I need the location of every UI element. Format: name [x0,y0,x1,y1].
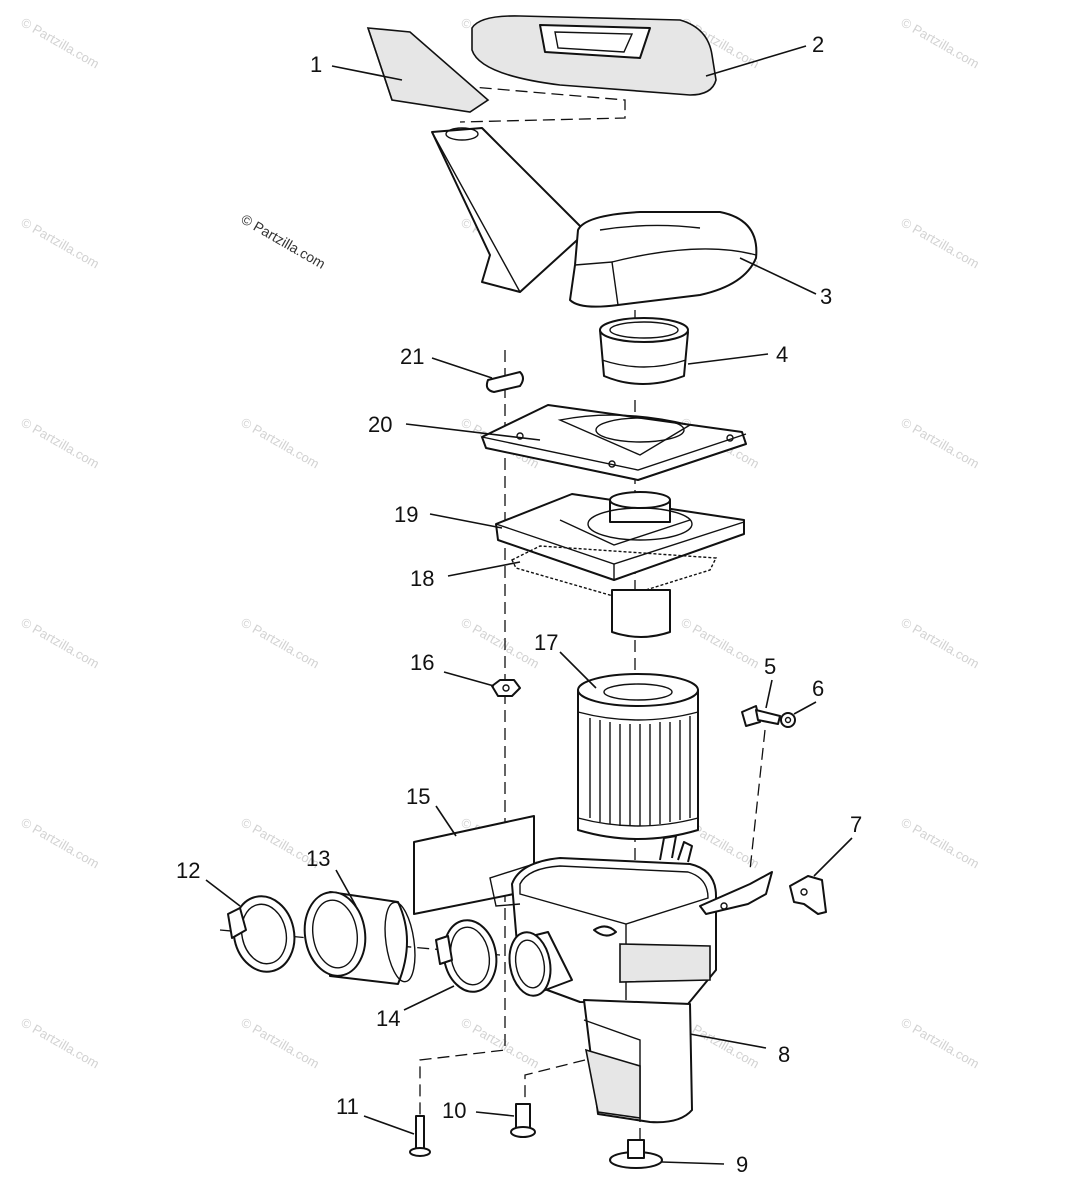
watermark: © Partzilla.com [19,615,102,672]
callout-19: 19 [394,502,418,527]
watermark: © Partzilla.com [899,615,982,672]
part-14-hose-clamp [435,919,498,993]
callout-5: 5 [764,654,776,679]
callout-2: 2 [812,32,824,57]
callout-11: 11 [336,1094,359,1119]
watermark: © Partzilla.com [899,415,982,472]
part-9-drain-valve [609,1139,663,1169]
watermark-main: © Partzilla.com [239,211,329,272]
callout-18: 18 [410,566,434,591]
part-13-intake-sleeve [303,891,416,985]
watermark: © Partzilla.com [19,15,102,72]
watermark: © Partzilla.com [899,215,982,272]
watermark: © Partzilla.com [899,815,982,872]
part-12-hose-clamp [227,895,296,973]
callout-leaders [205,45,853,1165]
callout-4: 4 [776,342,788,367]
part-20-cover-plate [481,404,747,481]
air-box-outlet-spigot [508,931,573,997]
watermark: © Partzilla.com [19,415,102,472]
watermark: © Partzilla.com [239,415,322,472]
watermark: © Partzilla.com [239,1015,322,1072]
part-2-foam-seal [471,15,717,96]
callout-6: 6 [812,676,824,701]
part-16-nut [491,679,521,697]
callout-9: 9 [736,1152,748,1177]
watermark: © Partzilla.com [19,215,102,272]
part-11-screw [409,1115,431,1157]
part-18-gasket [511,545,718,599]
watermark: © Partzilla.com [899,15,982,72]
part-21-clip [485,371,524,393]
part-7-bracket [789,875,827,915]
callout-20: 20 [368,412,392,437]
watermark: © Partzilla.com [19,815,102,872]
part-3-intake-cover [431,127,758,308]
watermark: © Partzilla.com [19,1015,102,1072]
part-1-intake-flap [366,27,490,113]
callout-16: 16 [410,650,434,675]
watermark: © Partzilla.com [899,1015,982,1072]
callout-12: 12 [176,858,200,883]
part-6-washer [780,712,796,728]
part-4-intake-boot [599,317,689,385]
part-17-air-filter [577,673,699,840]
callout-3: 3 [820,284,832,309]
callout-labels: 1 2 3 4 21 20 19 18 16 17 5 6 7 15 13 12… [176,32,862,1177]
watermark: © Partzilla.com [459,1015,542,1072]
callout-10: 10 [442,1098,466,1123]
callout-1: 1 [310,52,322,77]
callout-14: 14 [376,1006,400,1031]
callout-8: 8 [778,1042,790,1067]
part-5-bolt [741,705,781,727]
callout-21: 21 [400,344,424,369]
watermark: © Partzilla.com [679,615,762,672]
callout-17: 17 [534,630,558,655]
callout-15: 15 [406,784,430,809]
watermark: © Partzilla.com [239,615,322,672]
air-box-cover-spigot [611,589,671,638]
callout-13: 13 [306,846,330,871]
callout-7: 7 [850,812,862,837]
part-10-fitting [510,1103,536,1138]
filter-pleats [589,716,691,826]
part-19-air-box-cover [495,491,745,581]
air-box-mount-bracket [699,871,773,915]
watermark: © Partzilla.com [459,615,542,672]
